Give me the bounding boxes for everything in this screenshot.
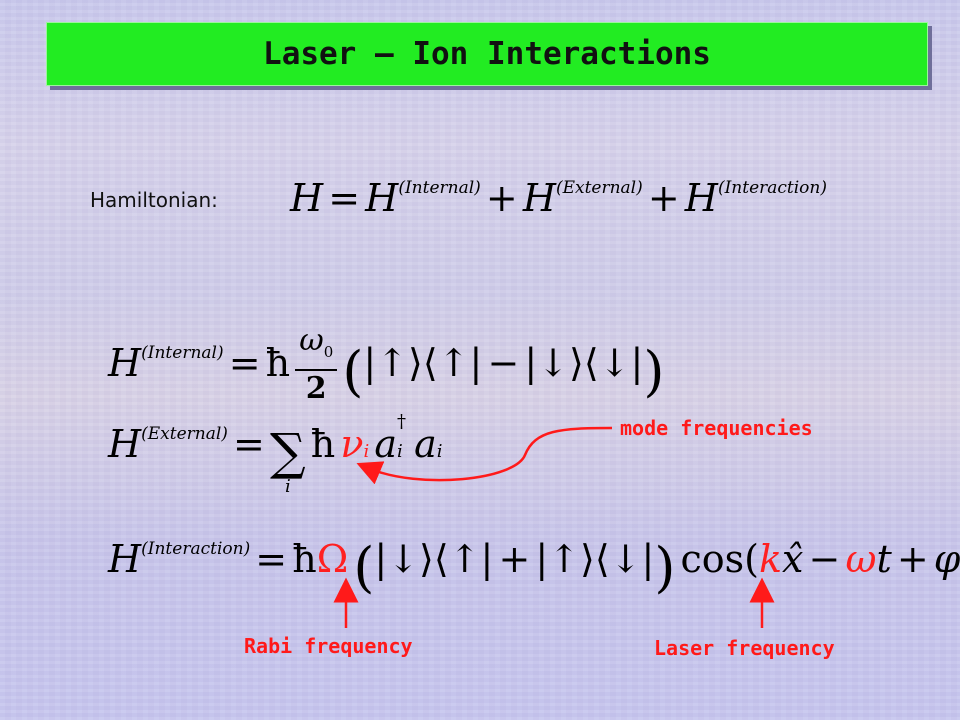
plus-sign: +: [485, 176, 518, 220]
down-projector: |↓⟩⟨↓|: [524, 341, 644, 385]
laser-omega-symbol: ω: [845, 537, 877, 581]
a-symbol: a: [414, 422, 437, 466]
mode-frequencies-arrow: [356, 426, 613, 485]
mode-frequencies-label: mode frequencies: [620, 416, 813, 440]
a-symbol: a: [374, 422, 397, 466]
h-symbol: H: [684, 176, 718, 220]
sum-over-i: ∑ i: [269, 423, 306, 497]
total-hamiltonian-equation: H = H(Internal) + H(External) + H(Intera…: [290, 176, 827, 220]
subscript-i: i: [284, 476, 291, 497]
h-symbol: H: [522, 176, 556, 220]
up-down-operator: |↑⟩⟨↓|: [535, 537, 655, 581]
external-hamiltonian-equation: H(External) = ∑ i ħ νi a†i ai: [108, 411, 443, 497]
plus-sign: +: [498, 537, 531, 581]
sum-symbol: ∑: [269, 423, 306, 481]
equals-sign: =: [233, 422, 265, 466]
omega-symbol: ω: [299, 323, 324, 358]
h-symbol: H: [365, 176, 399, 220]
equals-sign: =: [255, 537, 288, 581]
laser-frequency-label: Laser frequency: [654, 636, 835, 660]
superscript-external: (External): [555, 178, 643, 198]
plus-sign: +: [647, 176, 680, 220]
omega-zero-over-two: ω0 2: [295, 323, 338, 407]
subscript-i: i: [436, 441, 443, 462]
h-symbol: H: [108, 341, 142, 385]
interaction-hamiltonian-equation: H(Interaction) = ħΩ (|↓⟩⟨↑| + |↑⟩⟨↓|) co…: [108, 536, 960, 599]
nu-symbol: ν: [340, 422, 364, 466]
superscript-internal: (Internal): [141, 343, 224, 363]
internal-hamiltonian-equation: H(Internal) = ħ ω0 2 (|↑⟩⟨↑| − |↓⟩⟨↓|): [108, 323, 665, 407]
subscript-zero: 0: [323, 343, 334, 361]
superscript-interaction: (Interaction): [717, 178, 827, 198]
minus-sign: −: [487, 341, 520, 385]
equals-sign: =: [228, 341, 261, 385]
equals-sign: =: [328, 176, 361, 220]
hamiltonian-label: Hamiltonian:: [90, 188, 218, 212]
superscript-external: (External): [141, 424, 228, 444]
superscript-interaction: (Interaction): [141, 539, 251, 559]
x-hat-symbol: x̂: [782, 537, 804, 581]
down-up-operator: |↓⟩⟨↑|: [374, 537, 494, 581]
dagger-symbol: †: [396, 411, 406, 432]
k-symbol: k: [758, 537, 783, 581]
h-symbol: H: [108, 422, 142, 466]
denominator-two: 2: [305, 371, 327, 406]
h-symbol: H: [108, 537, 142, 581]
rabi-omega-symbol: Ω: [316, 537, 349, 581]
phi-symbol: φ: [933, 537, 960, 581]
title-banner: Laser – Ion Interactions: [46, 22, 928, 86]
subscript-i: i: [363, 441, 370, 462]
plus-sign: +: [896, 537, 929, 581]
hbar-symbol: ħ: [265, 341, 291, 385]
cos-function: cos(: [680, 537, 759, 581]
superscript-internal: (Internal): [398, 178, 481, 198]
hbar-symbol: ħ: [292, 537, 317, 581]
minus-sign: −: [808, 537, 841, 581]
page-title: Laser – Ion Interactions: [263, 36, 711, 72]
rabi-frequency-label: Rabi frequency: [244, 634, 413, 658]
h-symbol: H: [290, 176, 324, 220]
hbar-symbol: ħ: [310, 422, 336, 466]
up-projector: |↑⟩⟨↑|: [363, 341, 483, 385]
t-symbol: t: [876, 537, 892, 581]
subscript-i: i: [396, 441, 403, 462]
